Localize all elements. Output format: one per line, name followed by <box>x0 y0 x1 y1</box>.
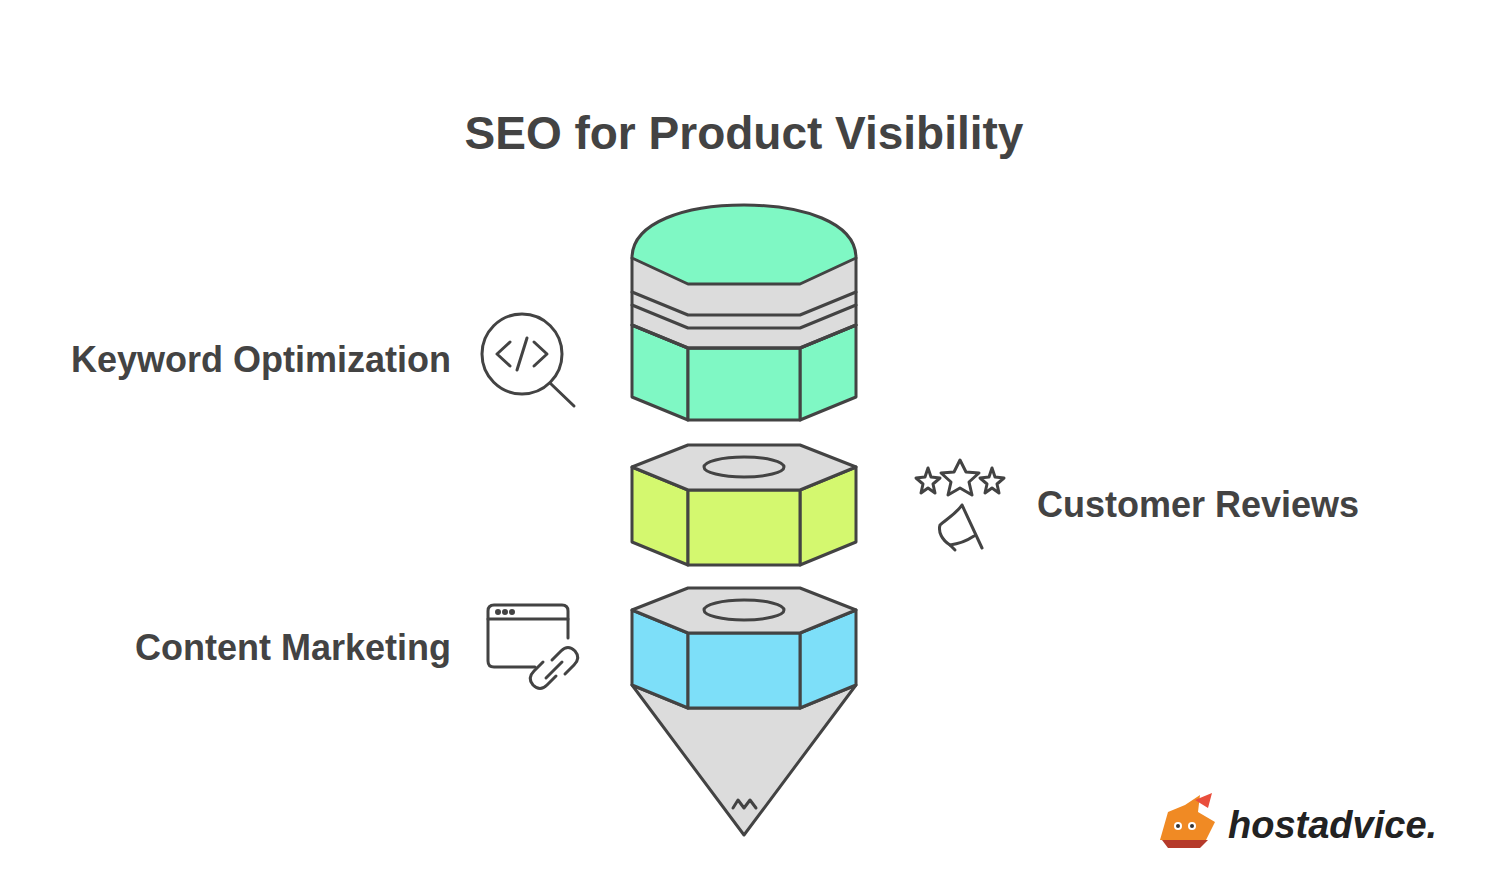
segment-label: Content Marketing <box>135 627 451 669</box>
blue-segment <box>632 588 856 708</box>
browser-link-icon <box>488 605 578 689</box>
logo-wordmark: hostadvice. <box>1228 804 1437 847</box>
eraser <box>632 205 856 284</box>
yellow-segment <box>632 445 856 565</box>
pencil-lead <box>733 800 756 808</box>
segment-label: Customer Reviews <box>1037 484 1359 526</box>
logo-mascot <box>1160 793 1215 848</box>
search-code-icon <box>482 314 574 406</box>
segment-label: Keyword Optimization <box>71 339 451 381</box>
reviews-icon <box>916 460 1004 550</box>
diagram-title: SEO for Product Visibility <box>465 106 1024 160</box>
